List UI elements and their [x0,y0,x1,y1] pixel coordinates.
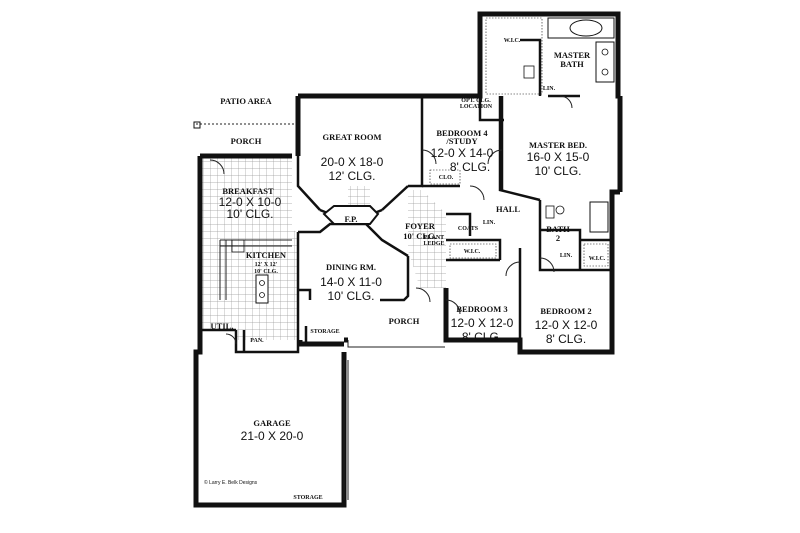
bedroom2-name: BEDROOM 2 [540,306,591,316]
room-labels: PATIO AREA PORCH PORCH BREAKFAST 12-0 X … [204,38,606,501]
garage-name: GARAGE [253,418,291,428]
bath2-lin-label: LIN. [560,253,573,259]
clo-label: CLO. [439,175,454,181]
breakfast-clg: 10' CLG. [227,207,274,221]
foyer-name: FOYER [405,221,436,231]
master-bed-clg: 10' CLG. [535,164,582,178]
master-wic-label: W.I.C. [504,38,521,44]
garage-size: 21-0 X 20-0 [241,429,304,443]
bed3-wic-label: W.I.C. [464,249,481,255]
bath2-name: BATH [546,224,570,234]
porch-left-label: PORCH [231,136,262,146]
kitchen-clg: 10' CLG. [254,269,278,275]
doors [209,95,573,500]
bedroom4-size: 12-0 X 14-0 [431,146,494,160]
bedroom2-clg: 8' CLG. [546,332,586,346]
bedroom4-clg: 8' CLG. [450,160,490,174]
fireplace [322,205,380,225]
great-room-clg: 12' CLG. [329,169,376,183]
bedroom3-size: 12-0 X 12-0 [451,316,514,330]
plant-ledge-2: LEDGE [423,241,444,247]
opt-clg-2: LOCATION [460,104,493,110]
patio-label: PATIO AREA [220,96,272,106]
master-bath-name-2: BATH [560,59,584,69]
master-bath-name-1: MASTER [554,50,591,60]
plant-ledge-1: PLANT [424,235,444,241]
bedroom3-clg: 8' CLG. [462,330,502,344]
kitchen-counters [219,239,292,304]
storage-top-label: STORAGE [310,329,339,335]
bedroom2-size: 12-0 X 12-0 [535,318,598,332]
breakfast-name: BREAKFAST [222,186,274,196]
kitchen-size: 12' X 12' [255,262,278,268]
tiled-floors [202,156,446,340]
dining-size: 14-0 X 11-0 [320,275,382,289]
bedroom4-name: BEDROOM 4 [436,128,488,138]
util-label: UTIL. [211,321,234,331]
bath2-number: 2 [556,233,560,243]
storage-bottom-label: STORAGE [293,495,322,501]
fireplace-label: F.P. [344,214,357,224]
dining-clg: 10' CLG. [328,289,375,303]
closet-shelves [429,17,609,267]
breakfast-size: 12-0 X 10-0 [219,195,282,209]
bath-fixtures [523,17,615,233]
great-room-size: 20-0 X 18-0 [321,155,384,169]
copyright-text: © Larry E. Belk Designs [204,479,258,486]
opt-clg-1: OPT. CLG. [461,98,491,104]
master-bed-name: MASTER BED. [529,140,587,150]
pan-label: PAN. [250,338,264,344]
bed2-wic-label: W.I.C. [589,256,606,262]
master-lin-label: LIN. [543,86,556,92]
great-room-name: GREAT ROOM [323,132,382,142]
bedroom4-study: /STUDY [445,136,477,146]
master-bed-size: 16-0 X 15-0 [527,150,590,164]
coats-label: COATS [458,226,479,232]
hall-label: HALL [496,204,520,214]
bedroom3-name: BEDROOM 3 [456,304,507,314]
foyer-clg: 10' CLG. [403,231,437,241]
dining-name: DINING RM. [326,262,376,272]
kitchen-name: KITCHEN [246,250,287,260]
lin-hall-label: LIN. [483,220,496,226]
porch-front-label: PORCH [389,316,420,326]
